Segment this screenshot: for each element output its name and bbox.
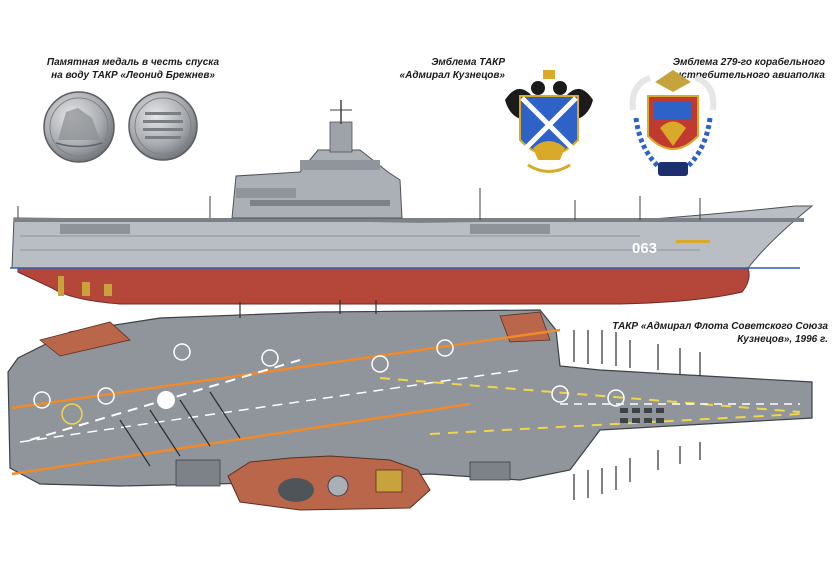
medal-caption-line1: Памятная медаль в честь спуска xyxy=(46,57,220,68)
ship-side-profile: 063 xyxy=(10,100,814,305)
regiment-emblem-caption-line1: Эмблема 279-го корабельного xyxy=(672,57,825,68)
regiment-emblem-caption-line2: истребительного авиаполка xyxy=(675,70,825,81)
ship-emblem xyxy=(505,70,593,173)
medal-caption: Памятная медаль в честь спуска на воду Т… xyxy=(38,56,228,82)
ship-caption: ТАКР «Адмирал Флота Советского Союза Куз… xyxy=(600,320,828,346)
medal-front xyxy=(43,91,115,163)
ship-emblem-caption: Эмблема ТАКР «Адмирал Кузнецов» xyxy=(395,56,505,82)
regiment-emblem-caption: Эмблема 279-го корабельного истребительн… xyxy=(650,56,825,82)
ship-caption-line2: Кузнецов», 1996 г. xyxy=(737,334,828,345)
medal-caption-line2: на воду ТАКР «Леонид Брежнев» xyxy=(51,70,215,81)
ship-emblem-caption-line1: Эмблема ТАКР xyxy=(431,57,505,68)
medal-reverse xyxy=(128,91,198,161)
regiment-emblem xyxy=(629,70,717,176)
hull-number: 063 xyxy=(632,240,657,257)
ship-caption-line1: ТАКР «Адмирал Флота Советского Союза xyxy=(612,321,828,332)
ship-emblem-caption-line2: «Адмирал Кузнецов» xyxy=(399,70,505,81)
ship-top-view xyxy=(7,300,813,511)
